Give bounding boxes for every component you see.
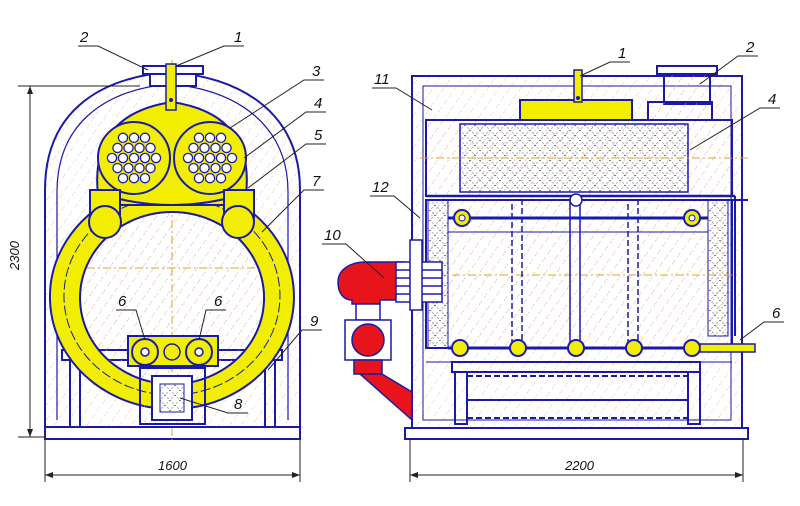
dim-side-length: 2200	[564, 458, 595, 473]
side-chimney	[663, 73, 711, 105]
callout-front-7: 7	[312, 173, 321, 190]
side-drum-top	[519, 99, 633, 121]
callout-side-6: 6	[772, 305, 781, 322]
front-collector-mid	[163, 343, 181, 361]
tube-section	[204, 152, 216, 164]
tube-section	[117, 132, 129, 144]
tube-section	[117, 172, 129, 184]
tube-section	[221, 142, 232, 154]
tube-section	[128, 172, 140, 184]
tube-section	[221, 162, 232, 174]
tube-section	[210, 142, 221, 154]
tube-section	[134, 162, 145, 174]
tube-section	[145, 162, 156, 174]
callout-front-6b: 6	[214, 293, 223, 310]
callout-front-4: 4	[314, 95, 322, 112]
tube-section	[106, 152, 118, 164]
front-knuckle-right	[221, 205, 255, 239]
tube-section	[139, 172, 151, 184]
front-valve	[165, 63, 177, 111]
tube-section	[150, 152, 162, 164]
front-tubes-left	[106, 132, 162, 184]
tube-section	[215, 172, 227, 184]
callout-side-2: 2	[745, 39, 755, 56]
tube-section	[123, 142, 134, 154]
tube-section	[193, 132, 205, 144]
tube-section	[215, 152, 227, 164]
callout-front-2: 2	[79, 29, 89, 46]
front-collector-right-core	[194, 347, 204, 357]
side-fan-base	[353, 359, 383, 375]
side-fan	[351, 323, 385, 357]
tube-section	[128, 152, 140, 164]
tube-section	[193, 172, 205, 184]
tube-section	[128, 132, 140, 144]
front-dimensions: 2300 1600	[7, 85, 301, 482]
side-base	[404, 427, 749, 440]
callout-front-6a: 6	[118, 293, 127, 310]
front-tubes-right	[182, 132, 238, 184]
tube-section	[134, 142, 145, 154]
side-view: 2200	[337, 65, 756, 482]
callout-front-8: 8	[234, 396, 243, 413]
tube-section	[199, 142, 210, 154]
tube-section	[145, 142, 156, 154]
side-top-collectors	[453, 193, 701, 227]
callout-front-5: 5	[314, 127, 323, 144]
side-air-duct	[358, 373, 413, 422]
tube-section	[123, 162, 134, 174]
tube-section	[117, 152, 129, 164]
callout-side-4: 4	[768, 91, 776, 108]
tube-section	[188, 142, 199, 154]
callout-side-11: 11	[374, 71, 390, 88]
tube-section	[204, 172, 216, 184]
callout-side-12: 12	[372, 179, 389, 196]
callout-front-1: 1	[234, 29, 242, 46]
dim-height: 2300	[7, 240, 22, 271]
tube-section	[226, 152, 238, 164]
side-tube-bank	[459, 123, 689, 193]
callout-leaders	[78, 45, 784, 414]
tube-section	[139, 152, 151, 164]
side-chimney-base	[647, 101, 713, 121]
callout-front-3: 3	[312, 63, 321, 80]
front-knuckle-left	[88, 205, 122, 239]
tube-section	[193, 152, 205, 164]
side-valve	[573, 69, 583, 103]
side-valve-dot	[576, 96, 580, 100]
tube-section	[188, 162, 199, 174]
tube-section	[210, 162, 221, 174]
callout-front-9: 9	[310, 313, 319, 330]
side-burner-body	[337, 261, 406, 305]
tube-section	[112, 162, 123, 174]
side-outlet-pipe	[699, 343, 756, 353]
front-view	[44, 60, 301, 440]
side-bottom-collectors	[451, 339, 701, 357]
callout-side-1: 1	[618, 45, 626, 62]
side-burner-mount	[409, 239, 423, 311]
callout-numbers: 2 1 3 4 5 7 6 6 9 8 1 2 11 4 12 10 6	[79, 29, 781, 413]
tube-section	[139, 132, 151, 144]
tube-section	[204, 132, 216, 144]
tube-section	[182, 152, 194, 164]
dim-front-width: 1600	[158, 458, 188, 473]
callout-side-10: 10	[324, 227, 341, 244]
tube-section	[112, 142, 123, 154]
side-chimney-flange	[656, 65, 718, 75]
side-wall-right	[707, 199, 729, 337]
front-collector-left-core	[140, 347, 150, 357]
tube-section	[199, 162, 210, 174]
tube-section	[215, 132, 227, 144]
front-valve-dot	[169, 98, 173, 102]
side-fan-neck	[355, 303, 381, 321]
